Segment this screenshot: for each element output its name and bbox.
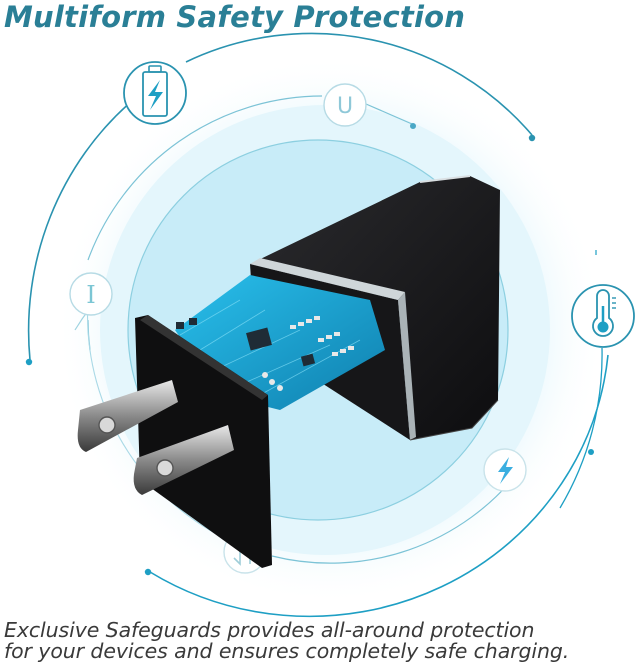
caption-line-1: Exclusive Safeguards provides all-around… — [4, 618, 535, 642]
plug-prongs — [77, 380, 234, 495]
svg-text:I: I — [86, 281, 95, 309]
caption: Exclusive Safeguards provides all-around… — [4, 620, 569, 662]
lightning-bolt-icon — [483, 448, 527, 492]
letter-i-icon: I — [69, 272, 113, 316]
letter-u-icon: U — [323, 83, 367, 127]
thermometer-icon — [571, 284, 635, 348]
caption-line-2: for your devices and ensures completely … — [4, 639, 570, 663]
page-title: Multiform Safety Protection — [4, 0, 466, 34]
svg-text:U: U — [337, 94, 353, 119]
battery-charging-icon — [123, 61, 187, 125]
protection-rings — [25, 32, 609, 618]
